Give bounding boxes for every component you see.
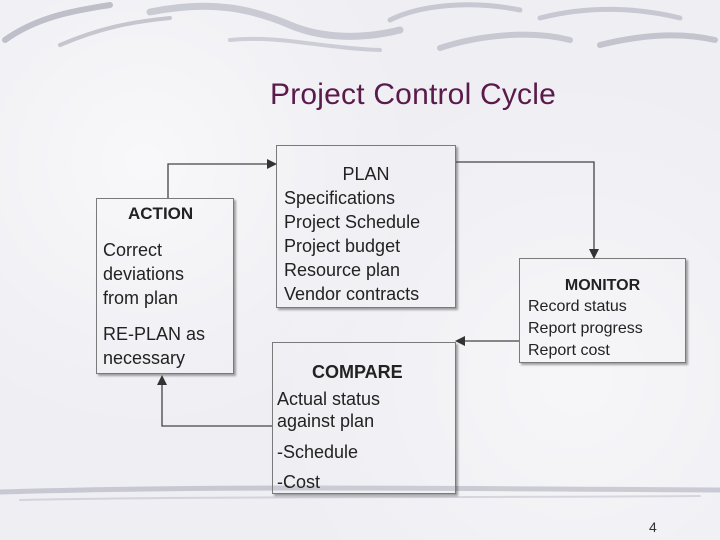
replan-line: RE-PLAN as (103, 324, 206, 344)
plan-item: Project budget (284, 236, 401, 256)
compare-line: Actual status (277, 389, 381, 409)
replan-line: necessary (103, 348, 186, 368)
monitor-text: Record status Report progress Report cos… (528, 296, 643, 362)
compare-line: against plan (277, 411, 375, 431)
action-line: deviations (103, 264, 185, 284)
plan-box (276, 145, 456, 308)
compare-text: Actual status against plan (277, 388, 380, 432)
monitor-item: Report cost (528, 342, 610, 359)
plan-item: Resource plan (284, 260, 401, 280)
action-line: from plan (103, 288, 179, 308)
monitor-item: Record status (528, 298, 627, 315)
compare-item: -Cost (277, 472, 321, 492)
plan-item: Specifications (284, 188, 396, 208)
action-to-plan-arrow (167, 159, 277, 198)
compare-box (272, 342, 456, 494)
monitor-item: Report progress (528, 320, 643, 337)
plan-heading: PLAN (342, 164, 390, 184)
plan-text: PLAN Specifications Project Schedule Pro… (276, 162, 456, 306)
compare-to-action-arrow (157, 375, 272, 427)
monitor-heading: MONITOR (564, 277, 641, 294)
action-text: Correct deviations from plan (103, 238, 184, 310)
action-box (96, 198, 234, 374)
page-number: 4 (649, 519, 657, 535)
slide-title: Project Control Cycle (270, 78, 556, 111)
plan-to-monitor-arrow (456, 161, 599, 259)
action-heading: ACTION (128, 204, 194, 223)
replan-text: RE-PLAN as necessary (103, 322, 205, 370)
compare-item: -Schedule (277, 442, 359, 462)
compare-items: -Schedule -Cost (277, 437, 358, 497)
monitor-box (519, 258, 686, 363)
plan-item: Vendor contracts (284, 284, 420, 304)
action-line: Correct (103, 240, 163, 260)
plan-item: Project Schedule (284, 212, 421, 232)
compare-heading: COMPARE (312, 362, 403, 382)
